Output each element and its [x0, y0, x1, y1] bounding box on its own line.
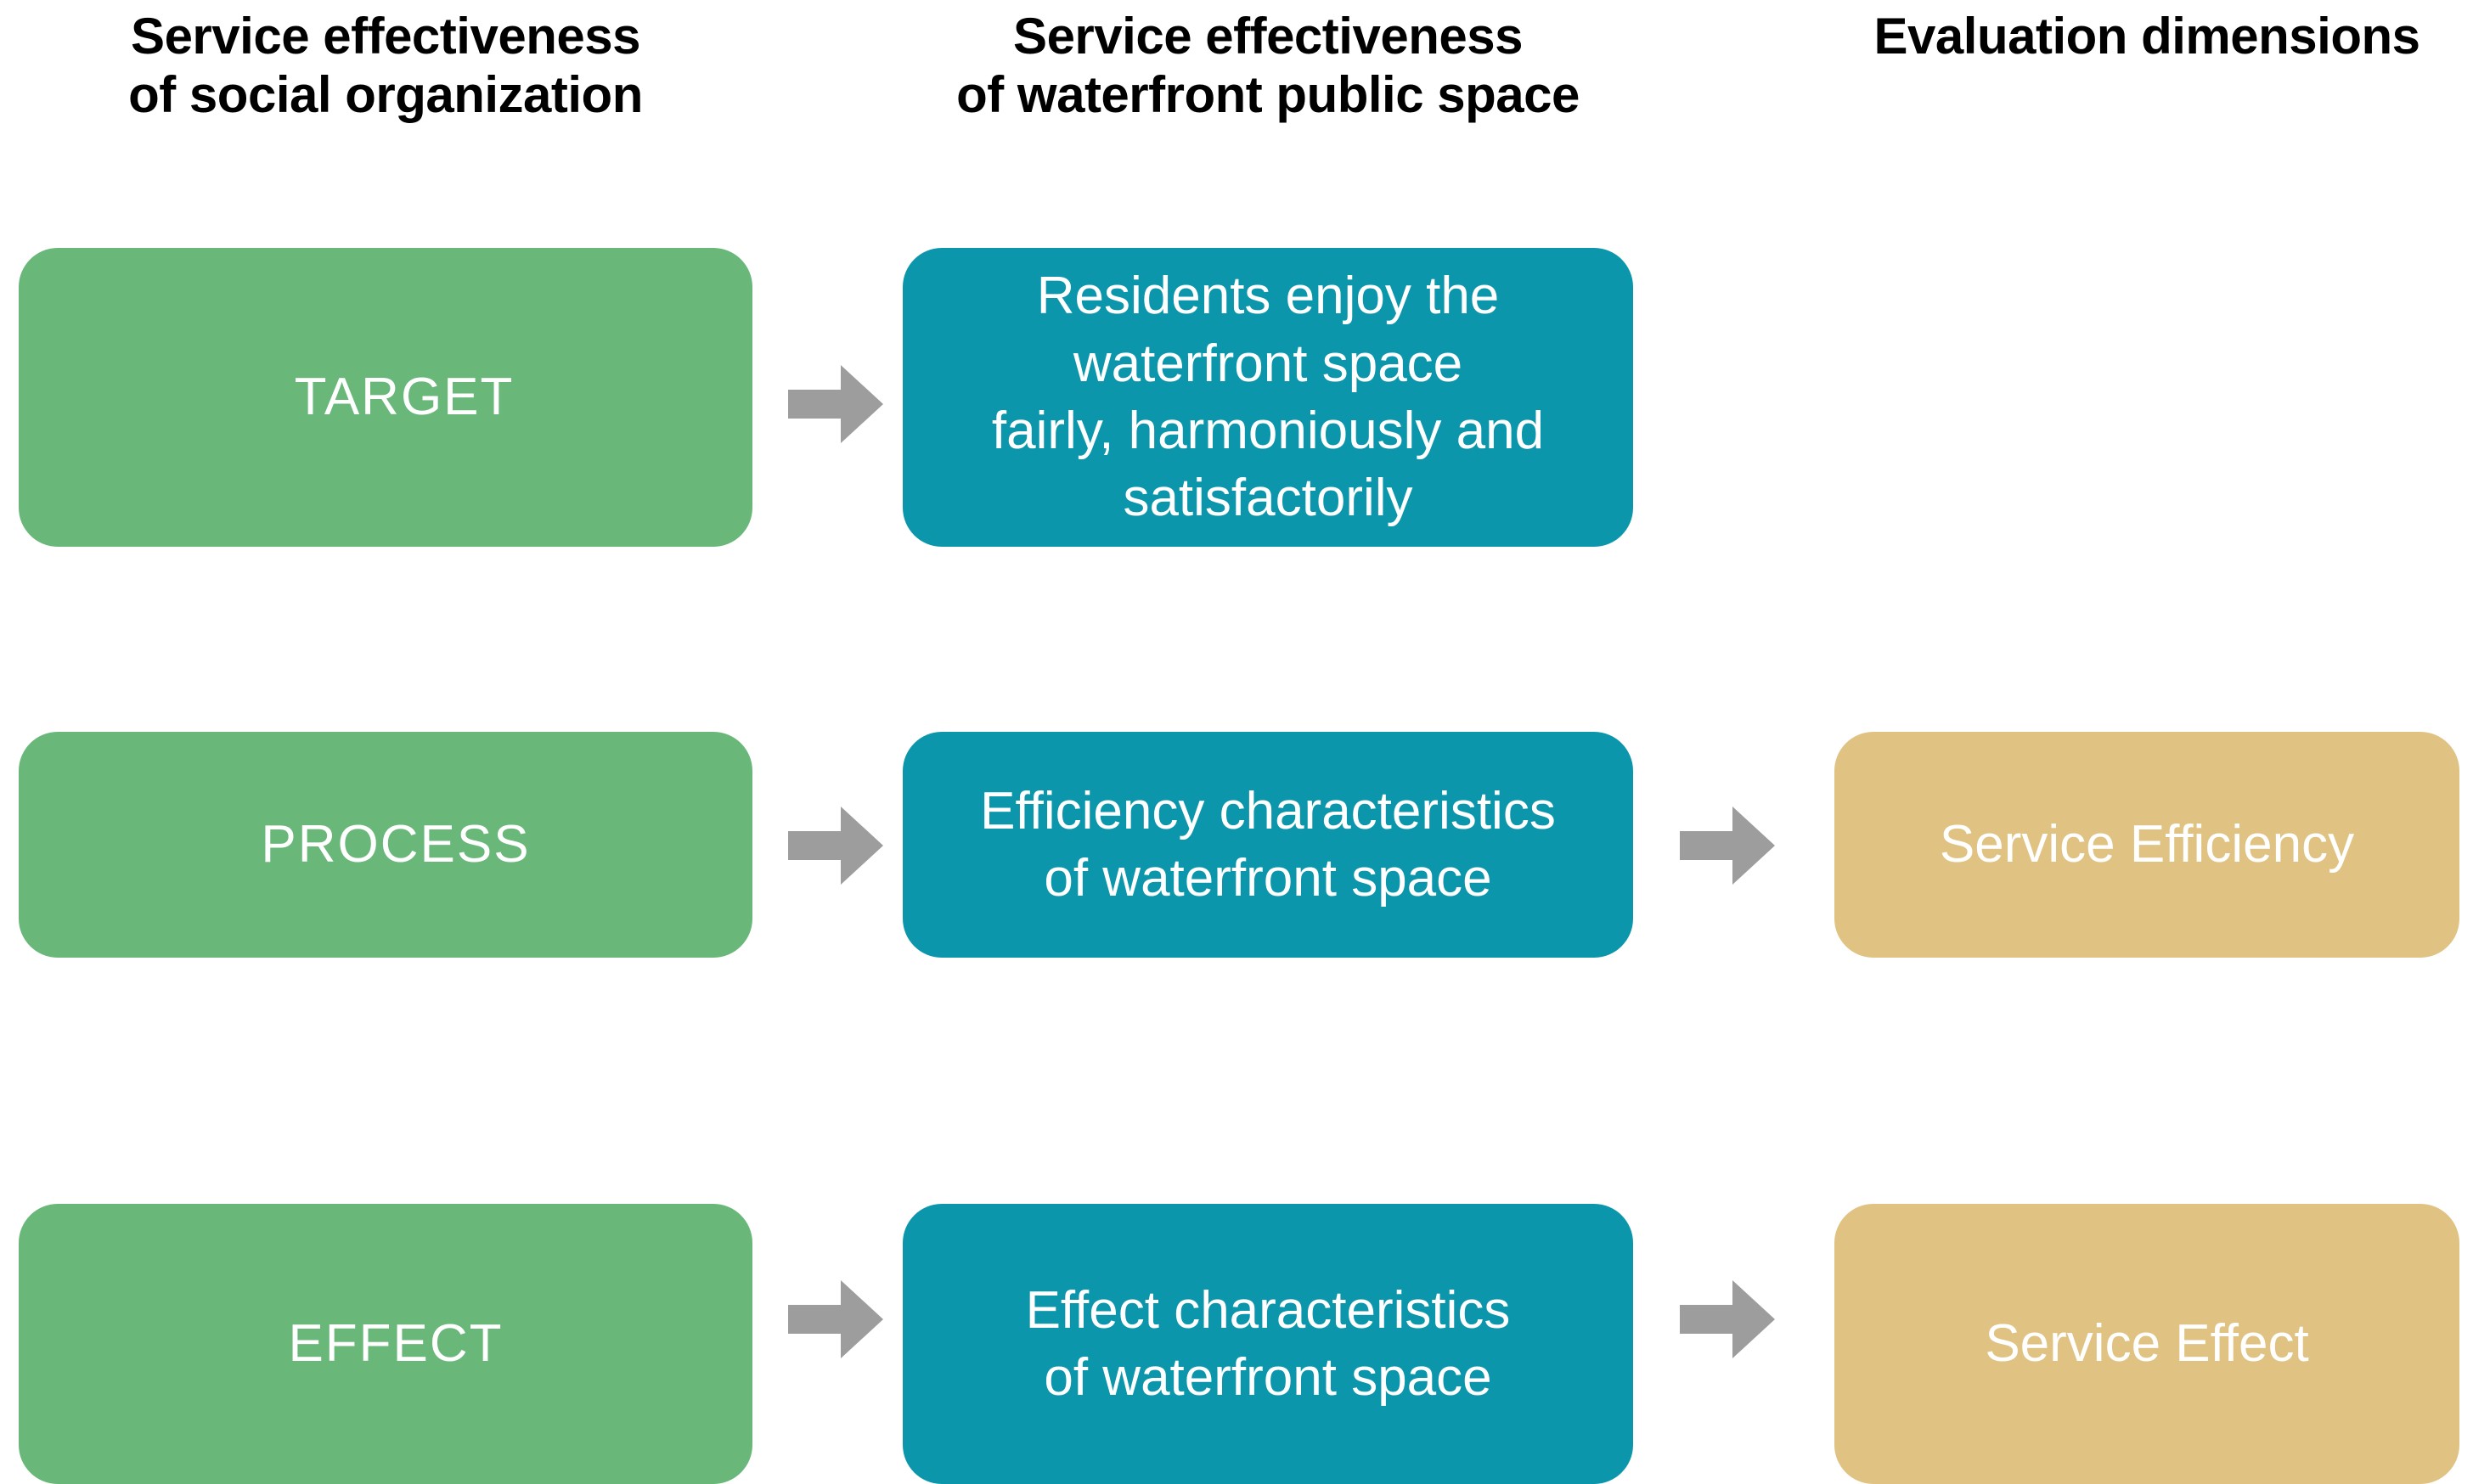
node-effect-label: EFFECT: [288, 1314, 504, 1374]
node-efficiency-characteristics-label: Efficiency characteristics of waterfront…: [980, 781, 1556, 908]
arrow-right-icon: [1680, 1280, 1775, 1358]
node-target[interactable]: TARGET: [19, 248, 752, 547]
arrow-right-icon: [788, 807, 883, 885]
node-service-efficiency-label: Service Efficiency: [1939, 815, 2355, 874]
node-effect[interactable]: EFFECT: [19, 1204, 752, 1484]
node-residents-enjoy-waterfront-label: Residents enjoy the waterfront space fai…: [991, 267, 1545, 528]
node-effect-characteristics-label: Effect characteristics of waterfront spa…: [1025, 1280, 1511, 1407]
node-process[interactable]: PROCESS: [19, 732, 752, 958]
column-header-social-organization: Service effectiveness of social organiza…: [128, 8, 643, 123]
arrow-right-icon: [788, 1280, 883, 1358]
node-service-efficiency[interactable]: Service Efficiency: [1834, 732, 2459, 958]
column-header-waterfront-public-space: Service effectiveness of waterfront publ…: [956, 8, 1580, 123]
node-target-label: TARGET: [294, 368, 515, 427]
arrow-right-icon: [1680, 807, 1775, 885]
node-efficiency-characteristics[interactable]: Efficiency characteristics of waterfront…: [903, 732, 1633, 958]
node-effect-characteristics[interactable]: Effect characteristics of waterfront spa…: [903, 1204, 1633, 1484]
diagram-canvas: Service effectiveness of social organiza…: [19, 8, 2459, 1484]
node-residents-enjoy-waterfront[interactable]: Residents enjoy the waterfront space fai…: [903, 248, 1633, 547]
node-service-effect[interactable]: Service Effect: [1834, 1204, 2459, 1484]
node-process-label: PROCESS: [261, 815, 531, 874]
arrow-right-icon: [788, 365, 883, 443]
column-header-evaluation-dimensions: Evaluation dimensions: [1873, 8, 2420, 65]
node-service-effect-label: Service Effect: [1985, 1314, 2309, 1374]
